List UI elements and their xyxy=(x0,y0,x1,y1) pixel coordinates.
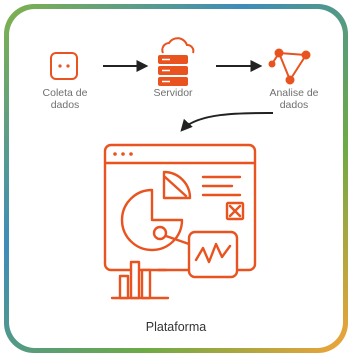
network-triangle-icon xyxy=(268,48,311,85)
dice-icon xyxy=(50,52,78,80)
server-cloud-icon xyxy=(158,37,195,86)
dashboard-window-icon xyxy=(103,143,257,300)
arrow-analise-to-plataforma xyxy=(180,111,274,132)
label-plataforma: Plataforma xyxy=(145,320,207,334)
label-analise-de-dados: Analise de dados xyxy=(269,87,319,111)
label-coleta-de-dados: Coleta de dados xyxy=(42,87,88,111)
label-servidor: Servidor xyxy=(153,87,193,99)
